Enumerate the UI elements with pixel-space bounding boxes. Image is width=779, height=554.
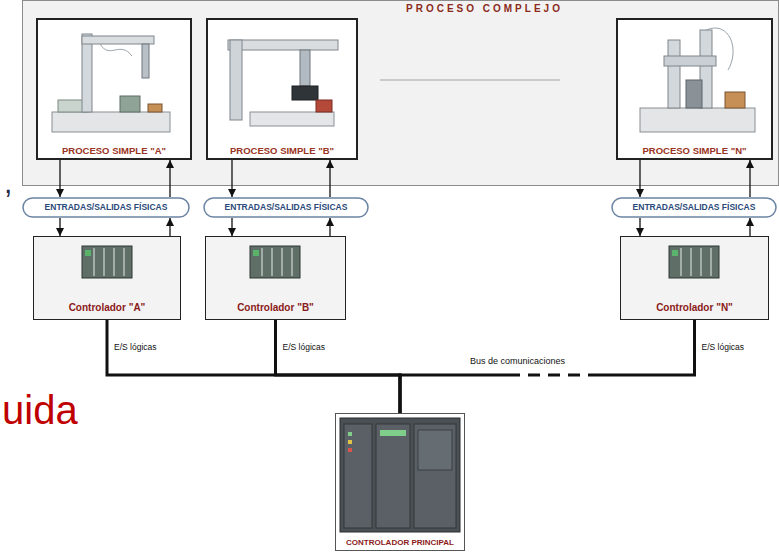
- plc-icon-n: [669, 246, 719, 278]
- edge-label: E/S lógicas: [114, 342, 157, 352]
- signal-arrow: [750, 218, 751, 236]
- signal-arrow: [60, 218, 61, 236]
- main-controller-box: CONTROLADOR PRINCIPAL: [335, 413, 465, 551]
- signal-arrow: [60, 160, 61, 197]
- ellipsis-line: [380, 79, 560, 81]
- node-label: ENTRADAS/SALIDAS FÍSICAS: [225, 202, 348, 212]
- connector-segment: [639, 160, 640, 197]
- slide-fragment: ,: [4, 166, 12, 199]
- signal-arrow: [170, 160, 171, 197]
- plc-icon-a: [82, 246, 132, 278]
- connector-segment: [510, 374, 600, 377]
- node-label: ENTRADAS/SALIDAS FÍSICAS: [633, 202, 756, 212]
- io-oval: ENTRADAS/SALIDAS FÍSICAS: [611, 197, 777, 218]
- connector-segment: [169, 218, 170, 236]
- connector-segment: [329, 218, 330, 236]
- node-label: Controlador "A": [69, 302, 146, 314]
- signal-arrow: [232, 160, 233, 197]
- node-label: PROCESO SIMPLE "N": [642, 145, 746, 156]
- complex-process-panel: PROCESO COMPLEJO PROCESO SIMPLE "A" PROCES…: [22, 0, 779, 186]
- io-oval: ENTRADAS/SALIDAS FÍSICAS: [22, 197, 190, 218]
- bus-connector: [107, 320, 400, 413]
- signal-arrow: [330, 160, 331, 197]
- machine-b-picture: [228, 40, 338, 126]
- slide-fragment: uida: [2, 388, 78, 432]
- node-label: Controlador "B": [237, 302, 314, 314]
- node-label: CONTROLADOR PRINCIPAL: [346, 538, 454, 548]
- connector-segment: [231, 160, 232, 197]
- signal-arrow: [170, 218, 171, 236]
- connector-segment: [600, 320, 695, 375]
- panel-title: PROCESO COMPLEJO: [406, 3, 563, 15]
- bus-connector: [400, 320, 695, 413]
- controller-box: Controlador "N": [620, 236, 769, 320]
- node-label: ENTRADAS/SALIDAS FÍSICAS: [45, 202, 168, 212]
- simple-process-box: PROCESO SIMPLE "B": [206, 18, 358, 160]
- signal-arrow: [640, 160, 641, 197]
- controller-box: Controlador "B": [205, 236, 346, 320]
- connector-segment: [231, 218, 232, 236]
- connector-segment: [639, 218, 640, 236]
- signal-arrow: [750, 160, 751, 197]
- connector-segment: [276, 320, 401, 413]
- connector-segment: [169, 160, 170, 197]
- connector-segment: [59, 160, 60, 197]
- machine-a-picture: [52, 34, 170, 132]
- bus-connector: [276, 320, 401, 413]
- connector-segment: [749, 160, 750, 197]
- controller-box: Controlador "A": [33, 236, 181, 320]
- machine-n-picture: [640, 28, 755, 132]
- edge-label: E/S lógicas: [283, 342, 326, 352]
- main-plc-picture: [340, 418, 460, 532]
- simple-process-box: PROCESO SIMPLE "A": [36, 18, 192, 160]
- connector-segment: [400, 375, 510, 413]
- signal-arrow: [640, 218, 641, 236]
- node-label: Controlador "N": [656, 302, 733, 314]
- node-label: PROCESO SIMPLE "A": [62, 145, 166, 156]
- connector-segment: [329, 160, 330, 197]
- connector-segment: [59, 218, 60, 236]
- edge-label: E/S lógicas: [702, 342, 745, 352]
- io-oval: ENTRADAS/SALIDAS FÍSICAS: [203, 197, 369, 218]
- connector-segment: [107, 320, 400, 413]
- simple-process-box: PROCESO SIMPLE "N": [616, 18, 773, 160]
- signal-arrow: [330, 218, 331, 236]
- bus-label: Bus de comunicaciones: [470, 357, 565, 367]
- connector-segment: [749, 218, 750, 236]
- plc-icon-b: [250, 246, 300, 278]
- node-label: PROCESO SIMPLE "B": [230, 145, 334, 156]
- signal-arrow: [232, 218, 233, 236]
